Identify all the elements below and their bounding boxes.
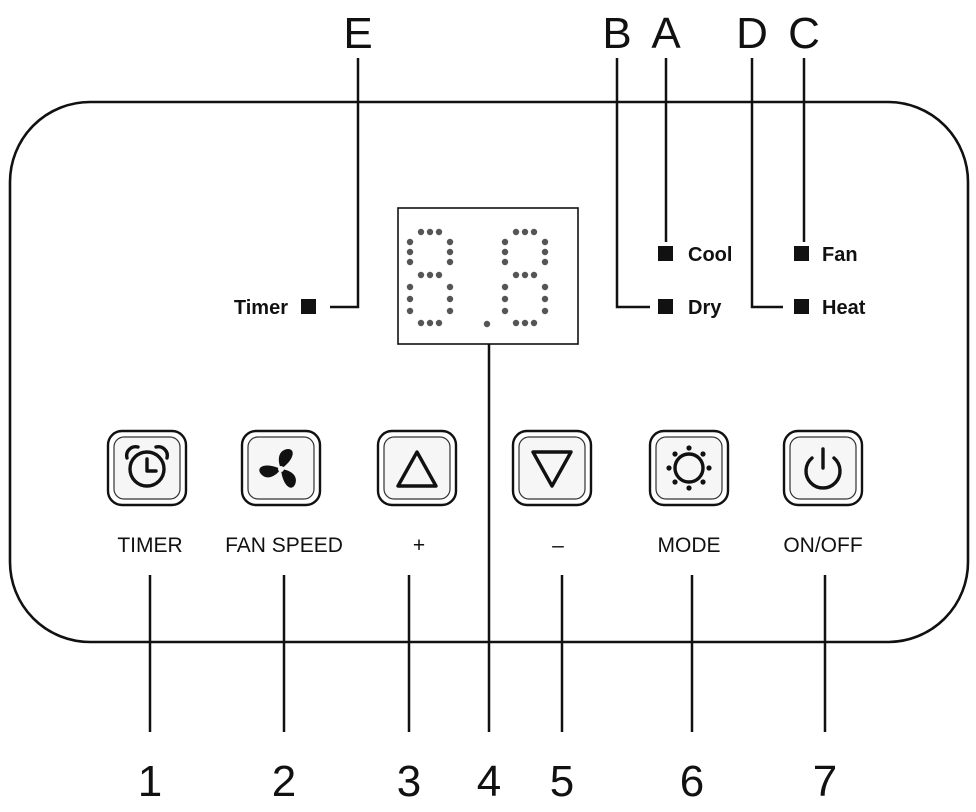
callout-letter-a: A	[651, 9, 681, 58]
button-mode-label: MODE	[658, 534, 721, 557]
leader-line-d	[750, 58, 783, 309]
display-dot	[435, 228, 443, 236]
indicator-fan: Fan	[794, 244, 858, 266]
display-dot	[541, 248, 549, 256]
display-dot	[512, 271, 520, 279]
display-dot	[530, 271, 538, 279]
callout-number-5: 5	[550, 757, 574, 806]
sun-icon	[666, 445, 712, 491]
display-dot	[541, 238, 549, 246]
button-minus[interactable]	[511, 429, 593, 507]
callout-letter-d: D	[736, 9, 768, 58]
display-dot	[541, 283, 549, 291]
indicator-dry-label: Dry	[688, 297, 722, 319]
display-dot	[541, 295, 549, 303]
indicator-dry-led	[658, 299, 673, 314]
button-fan-speed[interactable]	[240, 429, 322, 507]
display-dot	[501, 283, 509, 291]
callout-number-1: 1	[138, 757, 162, 806]
display-dot	[501, 258, 509, 266]
triangle-down-icon	[531, 450, 573, 488]
display-dot	[501, 295, 509, 303]
indicator-timer: Timer	[234, 297, 316, 319]
callout-letter-e: E	[343, 9, 372, 58]
display-dot	[417, 271, 425, 279]
display-dot	[406, 238, 414, 246]
callout-number-7: 7	[813, 757, 837, 806]
display-dot	[406, 248, 414, 256]
callout-letter-c: C	[788, 9, 820, 58]
callout-letter-b: B	[602, 9, 631, 58]
display-dot	[446, 258, 454, 266]
display-dot	[521, 228, 529, 236]
display-dot	[435, 319, 443, 327]
display-dot	[446, 307, 454, 315]
display-dot	[501, 307, 509, 315]
button-on-off-label: ON/OFF	[783, 534, 862, 557]
display-dot	[406, 295, 414, 303]
display-dot	[406, 258, 414, 266]
digital-display-digits	[406, 228, 549, 328]
button-plus[interactable]	[376, 429, 458, 507]
callout-number-3: 3	[397, 757, 421, 806]
indicator-heat-led	[794, 299, 809, 314]
display-dot	[530, 319, 538, 327]
callout-number-2: 2	[272, 757, 296, 806]
display-dot	[530, 228, 538, 236]
button-mode[interactable]	[648, 429, 730, 507]
button-timer-label: TIMER	[117, 534, 182, 557]
callout-number-4: 4	[477, 757, 501, 806]
display-dot	[512, 319, 520, 327]
leader-line-b	[615, 58, 650, 309]
button-on-off[interactable]	[782, 429, 864, 507]
display-dot	[501, 238, 509, 246]
indicator-fan-led	[794, 246, 809, 261]
display-dot	[406, 307, 414, 315]
display-dot	[426, 228, 434, 236]
leader-line-e	[330, 58, 360, 309]
display-dot	[426, 271, 434, 279]
triangle-up-icon	[396, 450, 438, 488]
indicator-cool-led	[658, 246, 673, 261]
digital-display	[397, 207, 579, 345]
callout-number-6: 6	[680, 757, 704, 806]
indicator-fan-label: Fan	[822, 244, 858, 266]
button-plus-label: +	[413, 534, 425, 557]
display-dot	[426, 319, 434, 327]
display-dot	[446, 283, 454, 291]
display-dot	[483, 320, 491, 328]
fan-icon	[259, 449, 296, 488]
display-dot	[541, 258, 549, 266]
display-dot	[521, 271, 529, 279]
display-dot	[446, 248, 454, 256]
indicator-heat: Heat	[794, 297, 866, 319]
display-dot	[406, 283, 414, 291]
display-dot	[501, 248, 509, 256]
display-dot	[521, 319, 529, 327]
display-dot	[435, 271, 443, 279]
button-fan-speed-label: FAN SPEED	[225, 534, 343, 557]
display-dot	[541, 307, 549, 315]
display-dot	[512, 228, 520, 236]
display-dot	[417, 228, 425, 236]
indicator-heat-label: Heat	[822, 297, 866, 319]
alarm-clock-icon	[125, 445, 169, 488]
display-dot	[446, 295, 454, 303]
button-minus-label: –	[552, 534, 564, 557]
display-dot	[446, 238, 454, 246]
indicator-dry: Dry	[658, 297, 722, 319]
button-timer[interactable]	[106, 429, 188, 507]
indicator-cool-label: Cool	[688, 244, 732, 266]
indicator-cool: Cool	[658, 244, 732, 266]
indicator-timer-led	[301, 299, 316, 314]
indicator-timer-label: Timer	[234, 297, 288, 319]
power-icon	[804, 447, 842, 490]
display-dot	[417, 319, 425, 327]
